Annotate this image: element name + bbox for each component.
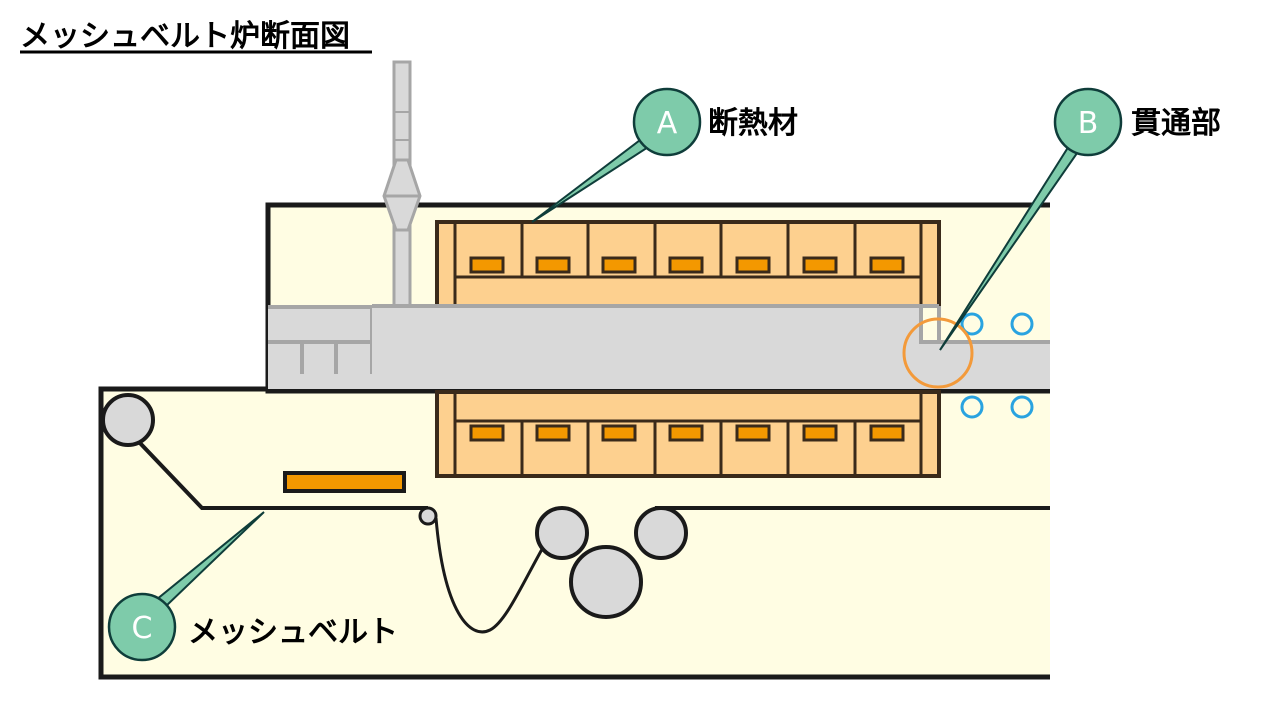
return-roller <box>101 393 155 447</box>
heater-element <box>668 256 704 274</box>
drive-roller <box>535 506 589 560</box>
upper-insulation <box>435 220 941 308</box>
heater-element <box>869 256 905 274</box>
gas-nozzle <box>1010 312 1034 336</box>
lower-insulation <box>435 390 941 478</box>
callout-c: C メッシュベルト <box>107 511 398 662</box>
gas-nozzle <box>960 312 984 336</box>
drive-roller <box>634 506 688 560</box>
heater-element <box>668 424 704 442</box>
mesh-belt <box>116 418 1050 634</box>
callout-c-badge <box>107 592 177 662</box>
heater-element <box>469 424 505 442</box>
callout-b-badge <box>1053 87 1123 157</box>
callout-c-label: メッシュベルト <box>188 615 398 650</box>
heater-element <box>802 424 838 442</box>
heater-element <box>735 256 771 274</box>
callout-b-label: 貫通部 <box>1131 106 1221 141</box>
drive-roller-large <box>569 545 643 619</box>
penetration-highlight-ring <box>902 317 974 389</box>
heater-element <box>535 424 571 442</box>
belt-rollers <box>101 393 688 619</box>
heater-element <box>601 424 637 442</box>
entry-heater-bar <box>283 471 406 493</box>
callout-a-badge <box>632 87 702 157</box>
callout-c-letter: C <box>132 611 153 646</box>
heater-element <box>735 424 771 442</box>
gas-curtain-nozzles <box>960 312 1034 419</box>
heater-element <box>469 256 505 274</box>
heater-element <box>601 256 637 274</box>
page-title: メッシュベルト炉断面図 <box>20 19 350 54</box>
callout-b: B 貫通部 <box>939 87 1221 351</box>
gas-inlet-pipe <box>382 60 422 310</box>
entry-hood <box>268 305 374 389</box>
heater-element <box>535 256 571 274</box>
idler-roller <box>418 506 438 526</box>
callout-a-letter: A <box>657 106 678 141</box>
gas-nozzle <box>1010 395 1034 419</box>
heater-element <box>869 424 905 442</box>
gas-nozzle <box>960 395 984 419</box>
callout-a-label: 断熱材 <box>708 106 798 141</box>
callout-b-letter: B <box>1078 106 1099 141</box>
heater-element <box>802 256 838 274</box>
callout-a: A 断熱材 <box>531 87 798 223</box>
